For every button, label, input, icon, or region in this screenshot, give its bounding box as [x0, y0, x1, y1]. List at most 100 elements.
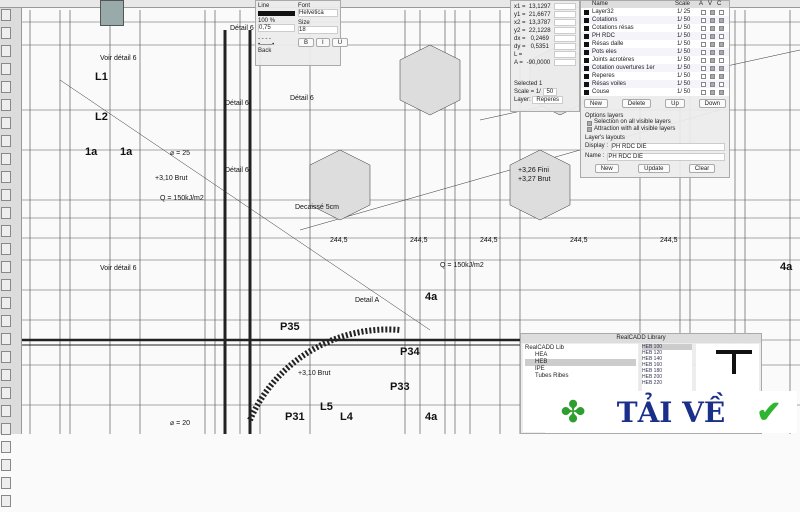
coord-input[interactable] — [553, 51, 576, 58]
layer-color-swatch[interactable] — [584, 81, 589, 87]
visible-checkbox[interactable] — [710, 9, 715, 15]
layer-select[interactable]: Reperes — [532, 96, 564, 104]
library-root[interactable]: RealCADD Lib — [525, 345, 565, 351]
active-checkbox[interactable] — [701, 89, 706, 95]
lock-checkbox[interactable] — [719, 49, 724, 55]
visible-checkbox[interactable] — [710, 65, 715, 71]
lock-checkbox[interactable] — [719, 33, 724, 39]
lock-checkbox[interactable] — [719, 57, 724, 63]
tool-button[interactable] — [1, 243, 11, 255]
tool-button[interactable] — [1, 189, 11, 201]
tool-button[interactable] — [1, 171, 11, 183]
tool-button[interactable] — [1, 279, 11, 291]
layout-update-button[interactable]: Update — [638, 164, 670, 173]
visible-checkbox[interactable] — [710, 17, 715, 23]
layer-color-swatch[interactable] — [584, 25, 589, 31]
lock-checkbox[interactable] — [719, 9, 724, 15]
coord-input[interactable] — [554, 11, 576, 18]
tool-button[interactable] — [1, 117, 11, 129]
lock-checkbox[interactable] — [719, 73, 724, 79]
coord-input[interactable] — [554, 43, 576, 50]
tool-button[interactable] — [1, 261, 11, 273]
lock-checkbox[interactable] — [719, 25, 724, 31]
profile-item[interactable]: HEB 160 — [642, 362, 663, 368]
layer-color-swatch[interactable] — [584, 73, 589, 79]
active-checkbox[interactable] — [701, 81, 706, 87]
profile-item[interactable]: HEB 180 — [642, 368, 663, 374]
tool-button[interactable] — [1, 63, 11, 75]
coord-input[interactable] — [554, 19, 576, 26]
tool-button[interactable] — [1, 495, 11, 507]
active-checkbox[interactable] — [701, 65, 706, 71]
visible-checkbox[interactable] — [710, 33, 715, 39]
layer-color-swatch[interactable] — [584, 49, 589, 55]
tool-button[interactable] — [1, 387, 11, 399]
tool-button[interactable] — [1, 207, 11, 219]
tool-button[interactable] — [1, 477, 11, 489]
tool-button[interactable] — [1, 99, 11, 111]
layer-color-swatch[interactable] — [584, 9, 589, 15]
layer-delete-button[interactable]: Delete — [621, 99, 652, 108]
active-checkbox[interactable] — [701, 73, 706, 79]
layer-color-swatch[interactable] — [584, 41, 589, 47]
underline-button[interactable]: U — [331, 38, 349, 47]
profile-item[interactable]: HEB 100 — [642, 344, 692, 350]
tool-button[interactable] — [1, 369, 11, 381]
profile-item[interactable]: HEB 120 — [642, 350, 663, 356]
tool-button[interactable] — [1, 45, 11, 57]
font-select[interactable]: Helvetica — [298, 9, 338, 17]
active-checkbox[interactable] — [701, 25, 706, 31]
visible-checkbox[interactable] — [710, 41, 715, 47]
line-width-select[interactable]: 0,75 — [258, 24, 295, 32]
layer-up-button[interactable]: Up — [665, 99, 685, 108]
library-folder[interactable]: Tubes Ribes — [525, 373, 636, 380]
bold-button[interactable]: B — [298, 38, 315, 47]
tool-button[interactable] — [1, 81, 11, 93]
selection-checkbox[interactable] — [587, 120, 592, 126]
tool-button[interactable] — [1, 297, 11, 309]
profile-item[interactable]: HEB 200 — [642, 374, 663, 380]
layer-color-swatch[interactable] — [584, 33, 589, 39]
tool-button[interactable] — [1, 459, 11, 471]
tool-button[interactable] — [1, 135, 11, 147]
tool-button[interactable] — [1, 315, 11, 327]
layer-new-button[interactable]: New — [584, 99, 609, 108]
tool-button[interactable] — [1, 423, 11, 435]
layout-new-button[interactable]: New — [594, 164, 619, 173]
size-select[interactable]: 18 — [298, 26, 338, 34]
lock-checkbox[interactable] — [719, 81, 724, 87]
attraction-checkbox[interactable] — [587, 127, 592, 132]
italic-button[interactable]: I — [316, 38, 330, 47]
coord-input[interactable] — [554, 59, 576, 66]
active-checkbox[interactable] — [701, 57, 706, 63]
visible-checkbox[interactable] — [710, 73, 715, 79]
active-checkbox[interactable] — [701, 33, 706, 39]
active-checkbox[interactable] — [701, 41, 706, 47]
visible-checkbox[interactable] — [710, 81, 715, 87]
tool-button[interactable] — [1, 153, 11, 165]
visible-checkbox[interactable] — [710, 89, 715, 95]
navigation-widget[interactable] — [100, 0, 124, 26]
active-checkbox[interactable] — [701, 49, 706, 55]
opacity-value[interactable]: 100 — [258, 18, 269, 24]
library-folder[interactable]: HEA — [525, 352, 636, 359]
tool-button[interactable] — [1, 27, 11, 39]
active-checkbox[interactable] — [701, 17, 706, 23]
visible-checkbox[interactable] — [710, 49, 715, 55]
layer-color-swatch[interactable] — [584, 89, 589, 95]
lock-checkbox[interactable] — [719, 41, 724, 47]
layer-color-swatch[interactable] — [584, 17, 589, 23]
visible-checkbox[interactable] — [710, 25, 715, 31]
layer-down-button[interactable]: Down — [698, 99, 726, 108]
dash-style[interactable]: - - - - — [258, 36, 271, 42]
coord-input[interactable] — [554, 27, 576, 34]
